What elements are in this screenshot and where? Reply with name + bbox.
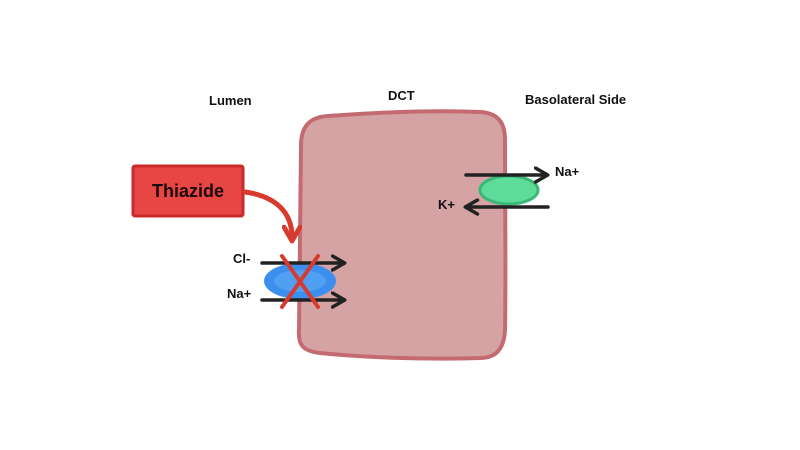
ncc-transporter <box>260 254 347 309</box>
na-k-pump-body <box>478 174 540 206</box>
cl-ion-label: Cl- <box>233 251 250 266</box>
na-k-pump <box>463 166 550 216</box>
thiazide-drug: Thiazide <box>131 164 245 218</box>
inhibition-arrow <box>242 189 292 237</box>
k-ion-label: K+ <box>438 197 455 212</box>
dct-label: DCT <box>388 88 415 103</box>
dct-cell <box>296 109 508 361</box>
na-ion-label-basolateral: Na+ <box>555 164 580 179</box>
thiazide-label: Thiazide <box>152 181 224 201</box>
basolateral-label: Basolateral Side <box>525 92 626 107</box>
block-x-icon <box>280 254 320 309</box>
lumen-label: Lumen <box>209 93 252 108</box>
na-ion-label-luminal: Na+ <box>227 286 252 301</box>
